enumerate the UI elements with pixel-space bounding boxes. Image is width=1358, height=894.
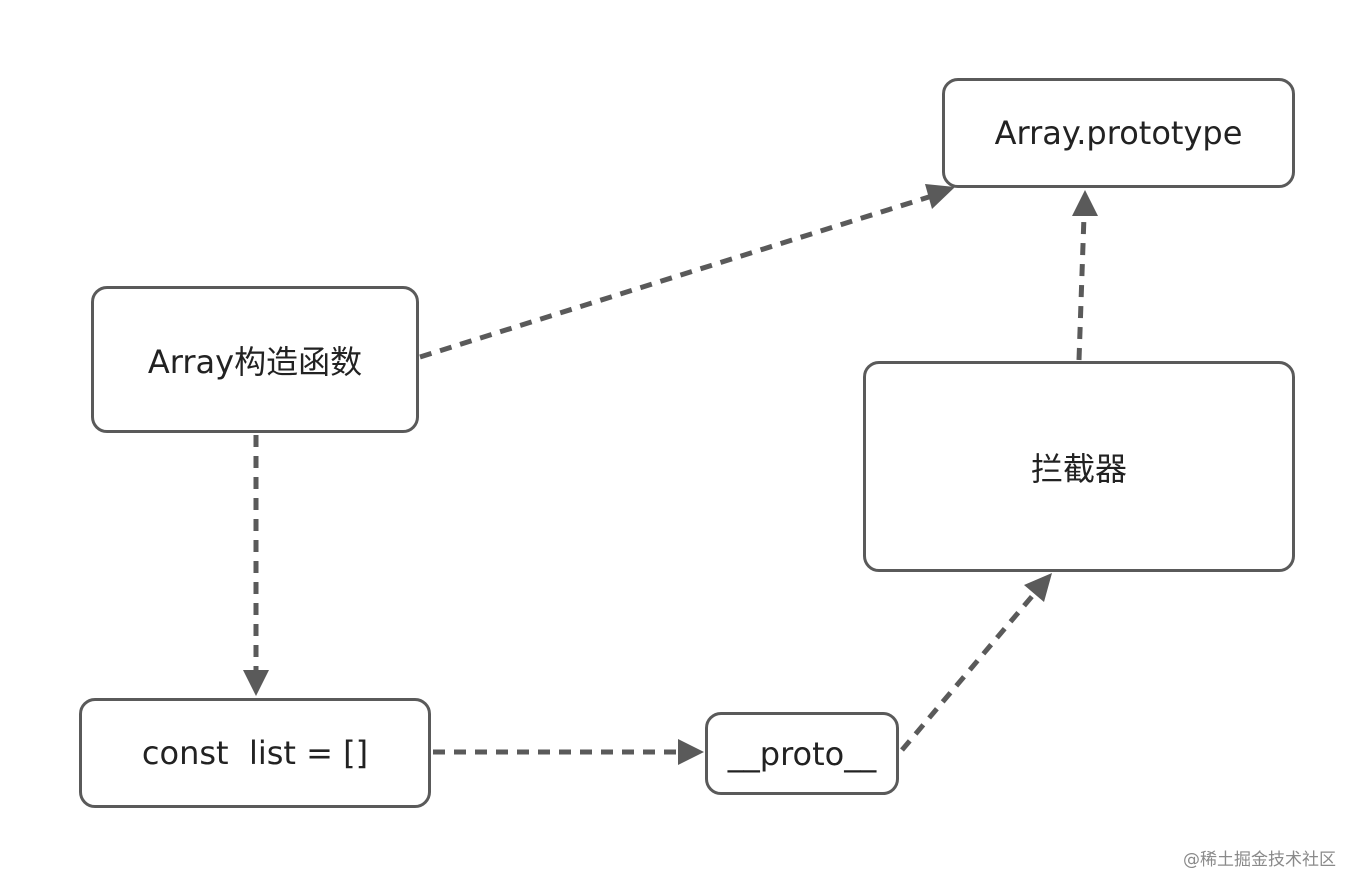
edge-list-to-proto (433, 739, 704, 765)
node-array-prototype-label: Array.prototype (994, 114, 1243, 152)
node-array-prototype: Array.prototype (942, 78, 1295, 188)
node-proto-label: __proto__ (727, 734, 877, 773)
node-proto: __proto__ (705, 712, 899, 795)
edge-proto-to-interceptor (900, 573, 1052, 752)
edge-array-ctor-to-list (243, 435, 269, 696)
node-array-constructor-label: Array构造函数 (147, 342, 363, 381)
node-array-constructor: Array构造函数 (91, 286, 419, 433)
node-list-declaration: const list = [] (79, 698, 431, 808)
node-list-declaration-label: const list = [] (141, 734, 369, 772)
node-interceptor-label: 拦截器 (1030, 449, 1127, 488)
node-interceptor: 拦截器 (863, 361, 1295, 572)
edge-interceptor-to-prototype (1072, 190, 1098, 361)
watermark: @稀土掘金技术社区 (1183, 850, 1336, 870)
edge-array-ctor-to-prototype (419, 184, 955, 360)
